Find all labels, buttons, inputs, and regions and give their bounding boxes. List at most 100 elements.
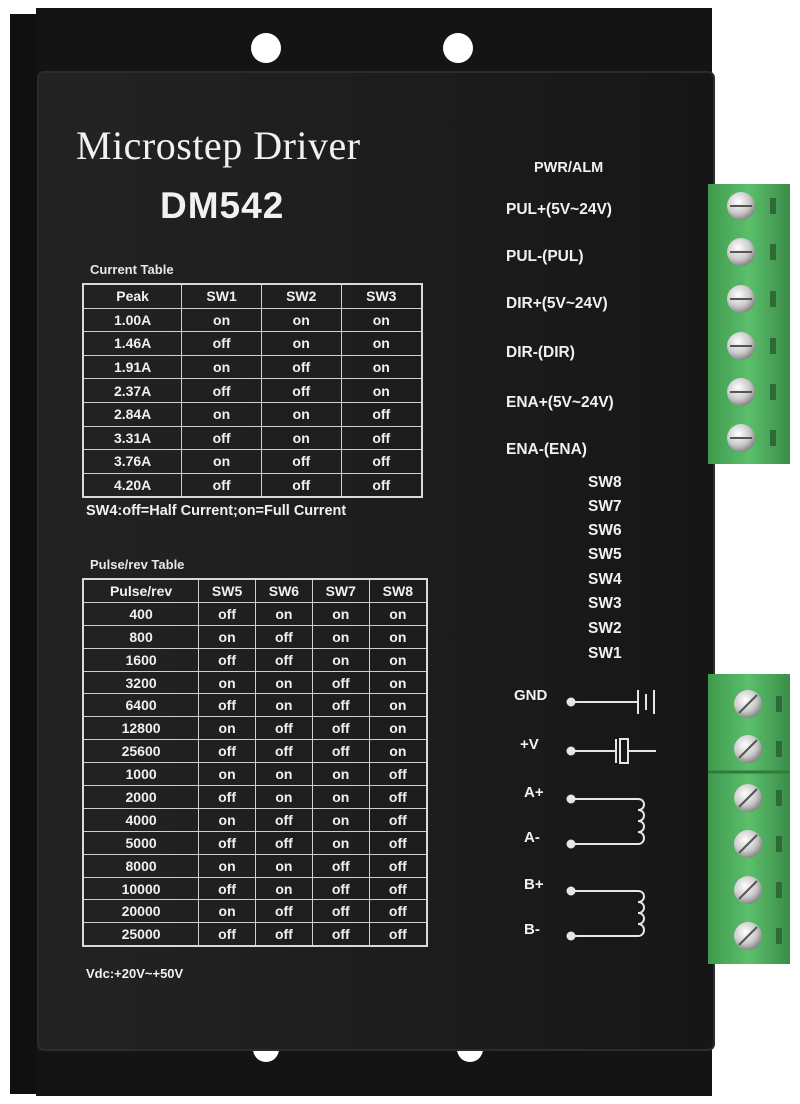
pulse-table-cell: on [255,693,313,718]
motor-label-b-plus: B+ [524,876,544,893]
sw4-note: SW4:off=Half Current;on=Full Current [86,503,347,519]
pulse-table-cell: off [368,830,428,855]
pulse-table-cell: off [255,624,313,649]
pulse-table-cell: on [198,899,256,924]
current-table-header-cell: Peak [82,283,183,309]
pulse-table-cell: on [368,716,428,741]
pulse-table-cell: on [255,762,313,787]
pulse-table-header-cell: SW6 [255,578,313,603]
dip-label-sw4: SW4 [588,571,622,588]
pulse-table-cell: off [368,762,428,787]
pulse-table-cell: on [255,670,313,695]
pulse-table-cell: on [255,876,313,901]
signal-label-ena-minus: ENA-(ENA) [506,441,587,458]
pulse-table-cell: off [368,853,428,878]
pulse-table-cell: off [255,647,313,672]
pulse-table-cell: on [311,624,370,649]
pulse-table-cell: on [368,647,428,672]
current-table-cell: 3.31A [82,425,183,451]
current-table-cell: on [260,425,342,451]
current-table-cell: off [340,449,423,474]
pulse-table-cell: off [311,739,370,764]
pulse-table-cell: 1600 [82,647,200,672]
current-table-cell: off [340,401,423,427]
pulse-table-cell: on [368,601,428,626]
pulse-table-cell: on [255,853,313,878]
current-table-header-cell: SW2 [260,283,342,309]
pulse-table-cell: on [311,785,370,809]
pulse-table-cell: off [368,785,428,809]
current-table-caption: Current Table [90,262,174,277]
pulse-table-cell: 1000 [82,762,200,787]
dip-label-sw7: SW7 [588,498,622,515]
supply-voltage-note: Vdc:+20V~+50V [86,966,184,981]
pulse-table-cell: off [368,876,428,901]
pulse-table-cell: on [311,601,370,626]
power-label-gnd: GND [514,687,548,704]
pulse-table-cell: 12800 [82,716,200,741]
pulse-table-cell: off [198,601,256,626]
dip-label-sw8: SW8 [588,474,622,491]
pulse-table-cell: off [198,922,256,947]
dip-label-sw6: SW6 [588,522,622,539]
pulse-table-cell: on [198,853,256,878]
dip-label-sw5: SW5 [588,546,622,563]
pulse-table-cell: 5000 [82,830,200,855]
current-table-cell: on [340,307,423,333]
pulse-table-cell: off [198,739,256,764]
pulse-table-cell: off [198,693,256,718]
pulse-table-cell: off [255,899,313,924]
signal-label-pul-minus: PUL-(PUL) [506,248,584,265]
current-table-cell: 1.46A [82,331,183,356]
wiring-schematic [566,690,656,941]
current-table-cell: on [181,307,262,333]
pulse-table-cell: off [311,876,370,901]
pulse-table-cell: 8000 [82,853,200,878]
pulse-table-cell: on [368,739,428,764]
current-table-cell: off [181,378,262,403]
signal-label-pul-plus: PUL+(5V~24V) [506,201,612,218]
current-table-header-cell: SW1 [181,283,262,309]
current-table-cell: on [181,449,262,474]
pulse-table-cell: off [255,922,313,947]
pulse-table-cell: off [368,807,428,832]
pulse-table-cell: 25000 [82,922,200,947]
pulse-table-cell: off [198,785,256,809]
motor-label-a-minus: A- [524,829,540,846]
dip-label-sw3: SW3 [588,595,622,612]
device-title: Microstep Driver [76,123,361,168]
pulse-table-cell: off [368,899,428,924]
power-label-plus-v: +V [520,736,539,753]
current-table-cell: off [260,472,342,498]
pulse-table-cell: 10000 [82,876,200,901]
pulse-table-cell: on [368,624,428,649]
pulse-table-cell: 25600 [82,739,200,764]
pulse-table-cell: off [368,922,428,947]
pulse-table-cell: on [198,670,256,695]
pulse-table-cell: on [311,830,370,855]
current-table-header-cell: SW3 [340,283,423,309]
pulse-table-cell: 800 [82,624,200,649]
current-table-cell: on [340,354,423,380]
signal-label-dir-plus: DIR+(5V~24V) [506,295,608,312]
pulse-table-cell: 6400 [82,693,200,718]
current-table-cell: 2.84A [82,401,183,427]
pulse-table-cell: off [311,853,370,878]
